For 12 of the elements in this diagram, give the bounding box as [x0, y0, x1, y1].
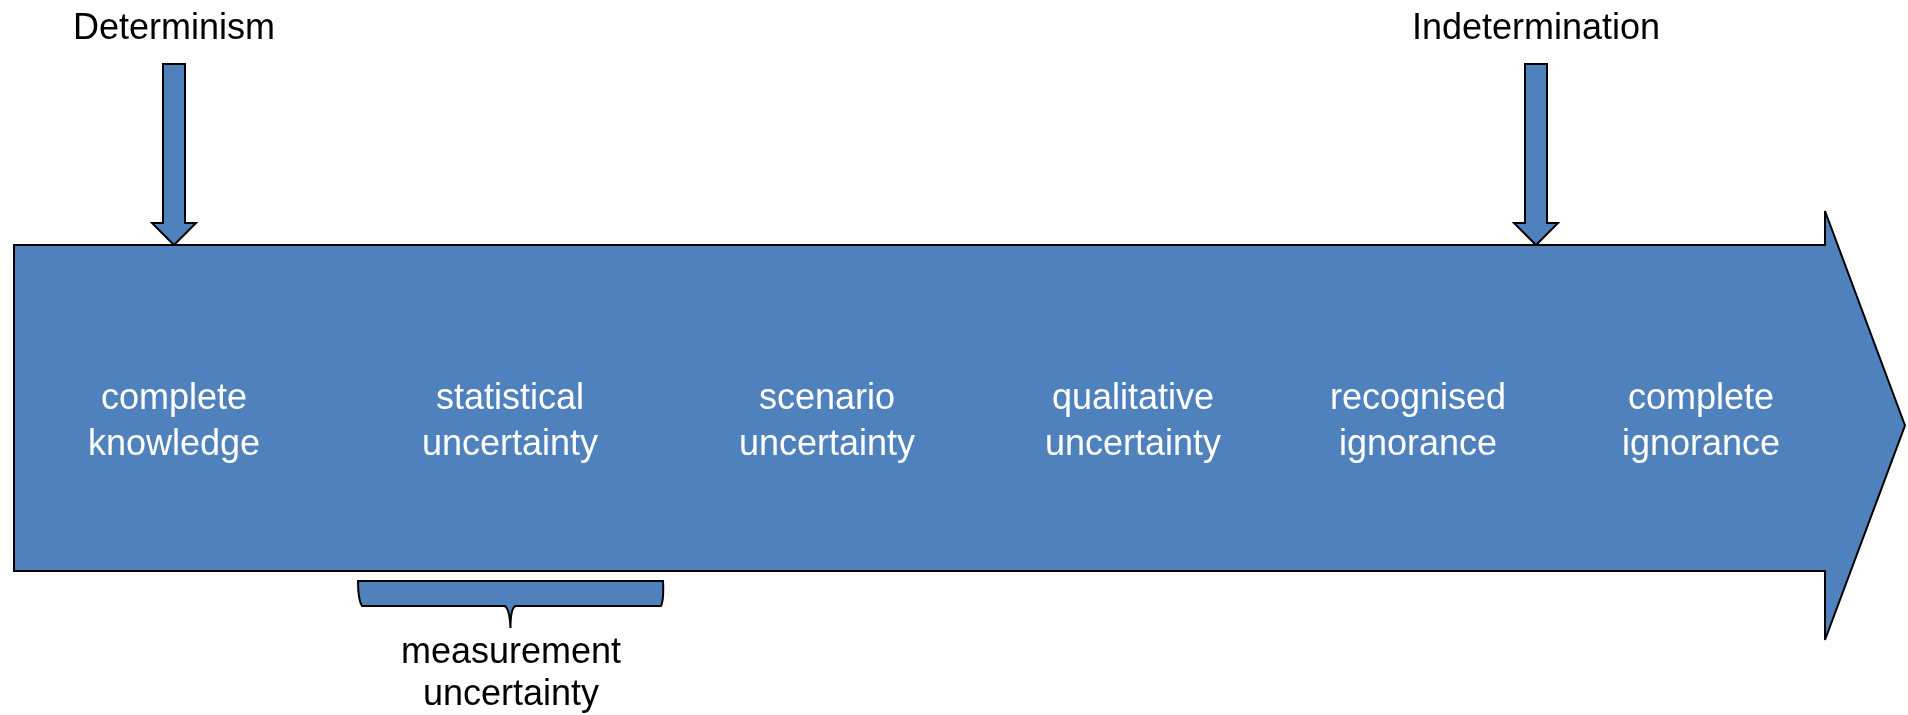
block-arrow	[1511, 63, 1561, 247]
category-label: scenario uncertainty	[697, 370, 957, 470]
category-label: complete ignorance	[1571, 370, 1831, 470]
heading-label: Determinism	[54, 4, 294, 50]
category-label: recognised ignorance	[1288, 370, 1548, 470]
heading-label: Indetermination	[1376, 4, 1696, 50]
category-label: qualitative uncertainty	[1003, 370, 1263, 470]
brace-label: measurement uncertainty	[399, 630, 623, 714]
block-arrow	[149, 63, 199, 247]
category-label: complete knowledge	[44, 370, 304, 470]
brace	[357, 580, 664, 629]
category-label: statistical uncertainty	[380, 370, 640, 470]
